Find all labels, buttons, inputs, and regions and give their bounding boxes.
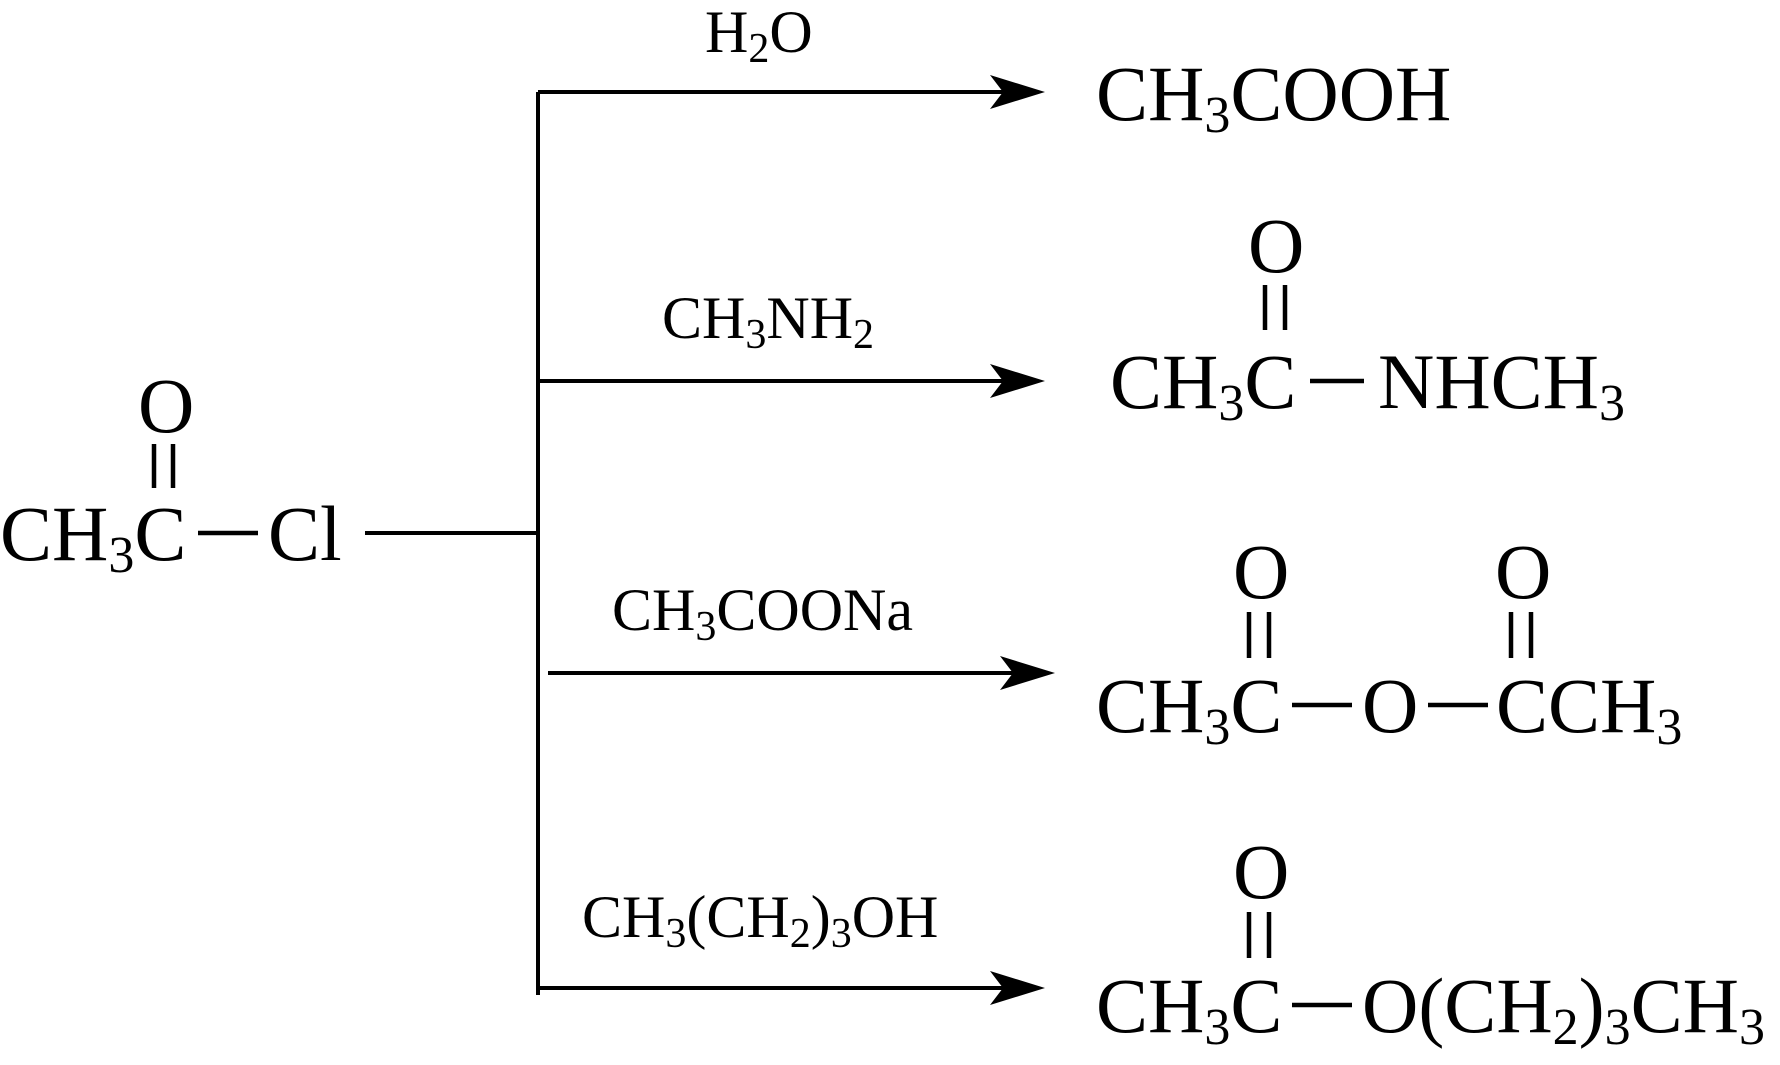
reactant-double-bond — [151, 444, 176, 488]
reactant-ch: CH — [0, 490, 108, 577]
arrow-1-head — [990, 75, 1045, 109]
product-3-carbonyl-oxygen-left: O — [1233, 528, 1289, 615]
reactant-formula: CH3C — [0, 490, 186, 584]
product-acetic-acid: CH3COOH — [1096, 50, 1451, 144]
product-n-methylacetamide: CH3C — [1110, 338, 1296, 432]
reaction-anhydride-formation: CH3COONa O O CH3C O CCH3 — [548, 528, 1682, 756]
product-butyl-acetate-right: O(CH2)3CH3 — [1362, 962, 1765, 1056]
reactant-carbonyl-oxygen: O — [138, 362, 194, 449]
reactant-carbon: C — [134, 490, 186, 577]
reagent-water: H2O — [705, 0, 813, 72]
product-3-double-bond-left — [1246, 612, 1272, 658]
reaction-hydrolysis: H2O CH3COOH — [538, 0, 1451, 144]
arrow-3-head — [1000, 656, 1055, 690]
arrow-2-head — [990, 364, 1045, 398]
reagent-sodium-acetate: CH3COONa — [612, 577, 913, 650]
reactant-chlorine: Cl — [268, 490, 342, 577]
branch-lines — [365, 92, 540, 995]
product-4-carbonyl-oxygen: O — [1233, 828, 1289, 915]
product-2-double-bond — [1262, 285, 1288, 330]
reagent-butanol: CH3(CH2)3OH — [582, 884, 938, 957]
product-4-double-bond — [1246, 912, 1272, 958]
product-2-nhch3: NHCH3 — [1378, 338, 1625, 432]
product-butyl-acetate-left: CH3C — [1096, 962, 1282, 1056]
product-acetic-anhydride-left: CH3C — [1096, 662, 1282, 756]
product-2-carbonyl-oxygen: O — [1248, 202, 1304, 289]
reagent-methylamine: CH3NH2 — [662, 285, 874, 358]
product-acetic-anhydride-right: CCH3 — [1496, 662, 1682, 756]
arrow-4-head — [990, 971, 1045, 1005]
product-3-bridging-oxygen: O — [1362, 662, 1418, 749]
reaction-esterification: CH3(CH2)3OH O CH3C O(CH2)3CH3 — [538, 828, 1765, 1056]
reactant-acetyl-chloride: O CH3C Cl — [0, 362, 342, 584]
product-3-carbonyl-oxygen-right: O — [1495, 528, 1551, 615]
reactant-sub3: 3 — [108, 527, 134, 584]
reaction-aminolysis: CH3NH2 O CH3C NHCH3 — [538, 202, 1625, 432]
product-3-double-bond-right — [1508, 612, 1534, 658]
